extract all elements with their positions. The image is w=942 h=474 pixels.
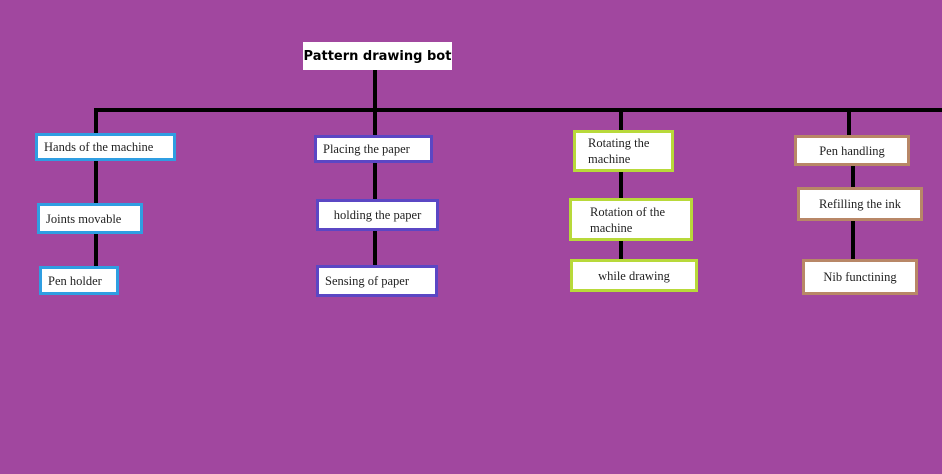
branch1-title-node: Hands of the machine: [35, 133, 176, 161]
root-connector: [373, 68, 377, 112]
branch4-title: Pen handling: [819, 143, 885, 158]
branch1-child1-node: Joints movable: [37, 203, 143, 234]
root-label: Pattern drawing bot: [303, 48, 452, 64]
branch1-link-1: [94, 160, 98, 206]
branch3-child1-node: Rotation of the machine: [569, 198, 693, 241]
branch1-child1: Joints movable: [46, 211, 122, 226]
branch2-title-node: Placing the paper: [314, 135, 433, 163]
branch1-child2-node: Pen holder: [39, 266, 119, 295]
branch3-child1: Rotation of the machine: [590, 204, 665, 235]
branch2-link-1: [373, 162, 377, 202]
branch3-child2: while drawing: [598, 268, 670, 283]
branch2-child2: Sensing of paper: [325, 274, 410, 288]
branch2-child1-node: holding the paper: [316, 199, 439, 231]
branch4-title-node: Pen handling: [794, 135, 910, 166]
branch4-child1-node: Refilling the ink: [797, 187, 923, 221]
branch4-child2: Nib functining: [823, 270, 897, 284]
branch3-link-2: [619, 240, 623, 261]
branch2-link-2: [373, 229, 377, 268]
branch4-child2-node: Nib functining: [802, 259, 918, 295]
branch1-title: Hands of the machine: [44, 140, 154, 154]
branch1-drop: [94, 110, 98, 136]
branch1-child2: Pen holder: [48, 273, 102, 288]
branch3-drop: [619, 108, 623, 133]
branch3-title: Rotating the machine: [588, 136, 650, 166]
branch2-child2-node: Sensing of paper: [316, 265, 438, 297]
branch4-link-2: [851, 219, 855, 262]
branch3-link-1: [619, 171, 623, 200]
branch2-child1: holding the paper: [333, 208, 422, 222]
root-node: Pattern drawing bot: [303, 42, 452, 70]
branch1-link-2: [94, 234, 98, 268]
branch4-child1: Refilling the ink: [819, 197, 901, 211]
horizontal-bus: [94, 108, 942, 112]
branch4-link-1: [851, 165, 855, 189]
branch2-title: Placing the paper: [323, 142, 410, 156]
branch4-drop: [847, 110, 851, 138]
branch3-child2-node: while drawing: [570, 259, 698, 292]
branch3-title-node: Rotating the machine: [573, 130, 674, 172]
branch2-drop: [373, 110, 377, 138]
